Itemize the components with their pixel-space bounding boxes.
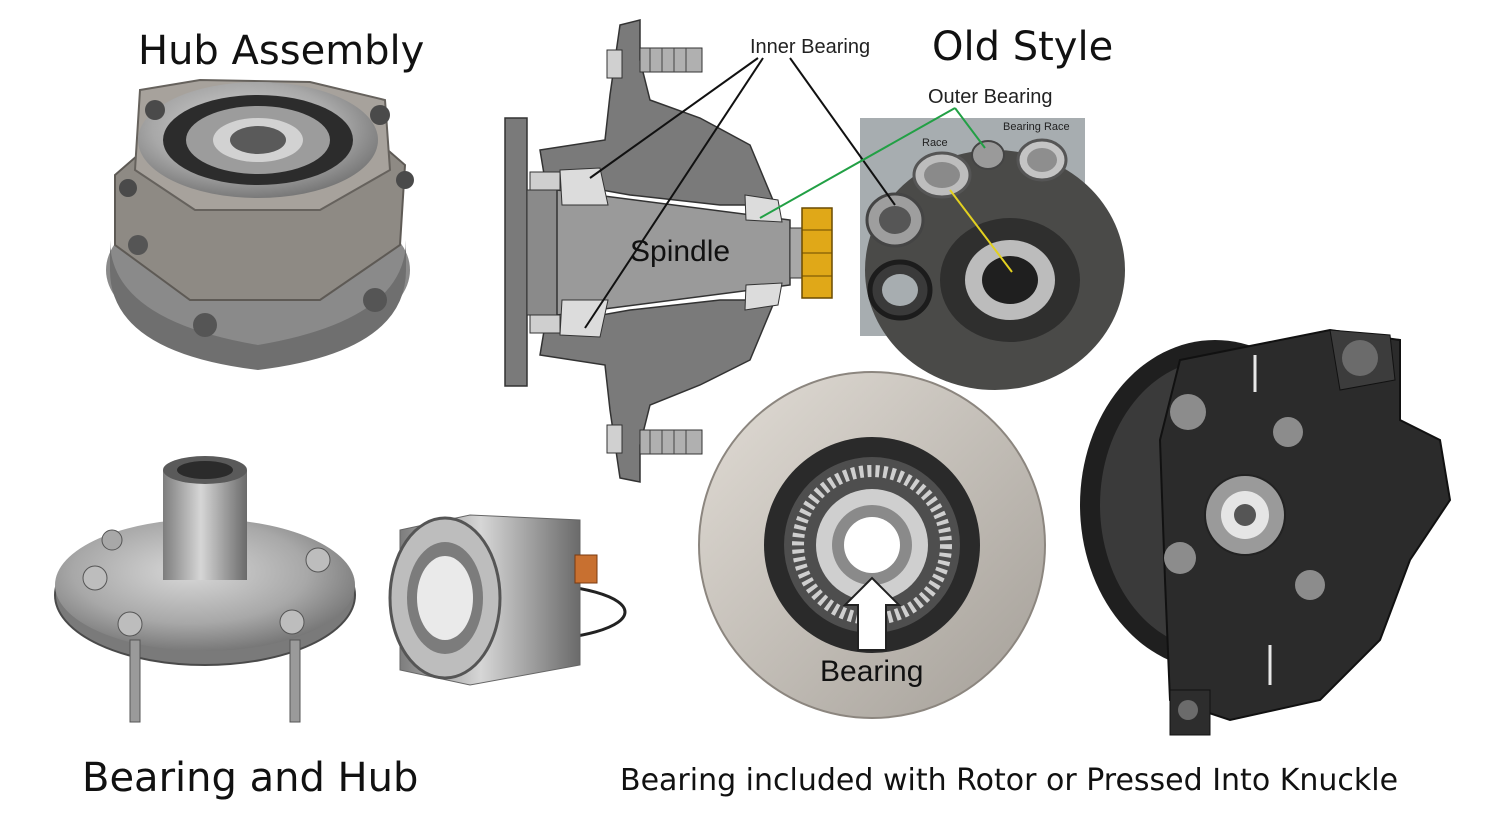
bearing-and-hub-title: Bearing and Hub: [82, 755, 419, 801]
race-label: Race: [922, 137, 948, 149]
leader-lines: [584, 57, 1013, 329]
hub-assembly-image: [106, 78, 414, 370]
old-style-photo: [860, 118, 1125, 390]
outer-bearing-label: Outer Bearing: [928, 86, 1053, 108]
bearing-label: Bearing: [820, 655, 924, 688]
old-style-title: Old Style: [932, 24, 1114, 70]
rotor-image: [698, 371, 1046, 719]
spindle-cross-section: [504, 19, 833, 483]
hub-assembly-title: Hub Assembly: [138, 28, 425, 74]
inner-bearing-label: Inner Bearing: [750, 36, 871, 58]
spindle-label: Spindle: [630, 235, 731, 268]
knuckle-image: [1080, 328, 1452, 736]
rotor-knuckle-caption: Bearing included with Rotor or Pressed I…: [620, 763, 1399, 798]
bearing-and-hub-image: [54, 456, 627, 723]
bearing-race-label: Bearing Race: [1003, 121, 1070, 133]
